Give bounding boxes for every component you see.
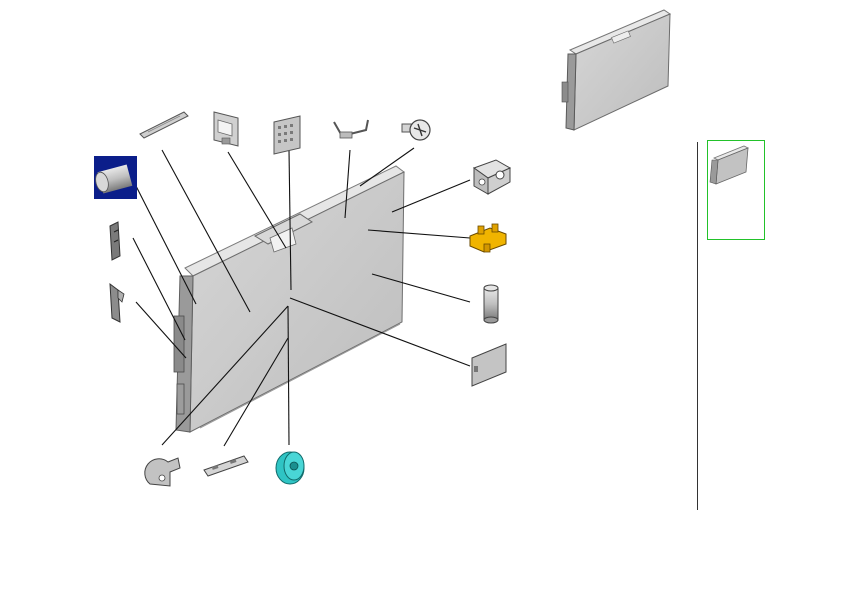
main-enclosure-panel	[173, 165, 405, 433]
post-icon[interactable]	[483, 284, 499, 324]
grille-icon[interactable]	[273, 115, 301, 155]
clip-icon[interactable]	[333, 119, 369, 139]
screw-icon[interactable]	[401, 119, 431, 141]
latch-icon[interactable]	[109, 282, 125, 323]
thumbnail-selection-frame[interactable]	[707, 140, 765, 240]
rail-icon[interactable]	[139, 111, 189, 139]
assembled-preview[interactable]	[561, 9, 672, 131]
terminal-icon[interactable]	[469, 223, 507, 253]
fan-icon[interactable]	[275, 451, 305, 485]
sidebar-thumbnail-icon[interactable]	[709, 145, 749, 185]
bracket-icon[interactable]	[213, 111, 239, 147]
round-bracket-icon[interactable]	[144, 457, 181, 487]
plate-icon[interactable]	[471, 343, 507, 387]
strip-icon[interactable]	[109, 221, 121, 261]
leader-lines	[132, 147, 471, 447]
bottom-rail-icon[interactable]	[203, 455, 249, 477]
connector-icon[interactable]	[472, 159, 512, 195]
tube-icon[interactable]	[94, 156, 137, 199]
sidebar-divider	[697, 142, 698, 510]
